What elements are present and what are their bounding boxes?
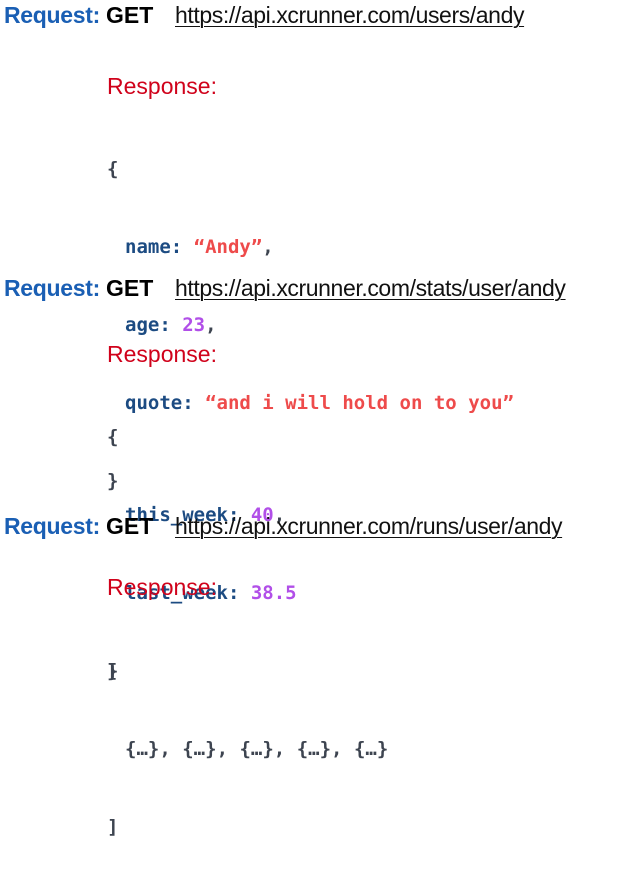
json-key: last_week [125, 582, 228, 604]
request-method: GET [106, 2, 154, 28]
request-url-link[interactable]: https://api.xcrunner.com/users/andy [175, 2, 525, 28]
request-label: Request: [4, 513, 101, 539]
open-brace: { [107, 158, 119, 180]
request-line: Request:GET https://api.xcrunner.com/run… [4, 511, 563, 541]
json-key: quote [125, 392, 183, 414]
response-body: { this_week: 40, last_week: 38.5 } [107, 426, 297, 682]
response-label: Response: [107, 341, 217, 367]
request-method: GET [106, 275, 154, 301]
request-label: Request: [4, 275, 101, 301]
close-bracket: ] [107, 816, 119, 838]
open-brace: { [107, 426, 119, 448]
response-label: Response: [107, 574, 217, 600]
request-line: Request:GET https://api.xcrunner.com/sta… [4, 273, 566, 303]
request-line: Request:GET https://api.xcrunner.com/use… [4, 0, 524, 30]
json-number-value: 38.5 [250, 582, 297, 604]
response-body: [ {…}, {…}, {…}, {…}, {…} ] [107, 660, 389, 838]
collapsed-object[interactable]: {…} [239, 738, 274, 760]
json-string-value: “and i will hold on to you” [205, 392, 514, 414]
collapsed-object[interactable]: {…} [353, 738, 389, 760]
json-number-value: 23 [182, 314, 206, 336]
request-label: Request: [4, 2, 101, 28]
json-key: name [125, 236, 171, 258]
response-body: { name: “Andy”, age: 23, quote: “and i w… [107, 158, 514, 492]
collapsed-object[interactable]: {…} [182, 738, 217, 760]
response-label: Response: [107, 73, 217, 99]
json-number-value: 40 [250, 504, 274, 526]
close-brace: } [107, 470, 119, 492]
open-bracket: [ [107, 660, 119, 682]
request-method: GET [106, 513, 154, 539]
request-url-link[interactable]: https://api.xcrunner.com/stats/user/andy [175, 275, 566, 301]
json-string-value: “Andy” [193, 236, 263, 258]
collapsed-object[interactable]: {…} [296, 738, 332, 760]
collapsed-object[interactable]: {…} [125, 738, 160, 760]
request-url-link[interactable]: https://api.xcrunner.com/runs/user/andy [175, 513, 563, 539]
close-brace: } [107, 660, 119, 682]
json-key: age [125, 314, 160, 336]
json-key: this_week [125, 504, 228, 526]
